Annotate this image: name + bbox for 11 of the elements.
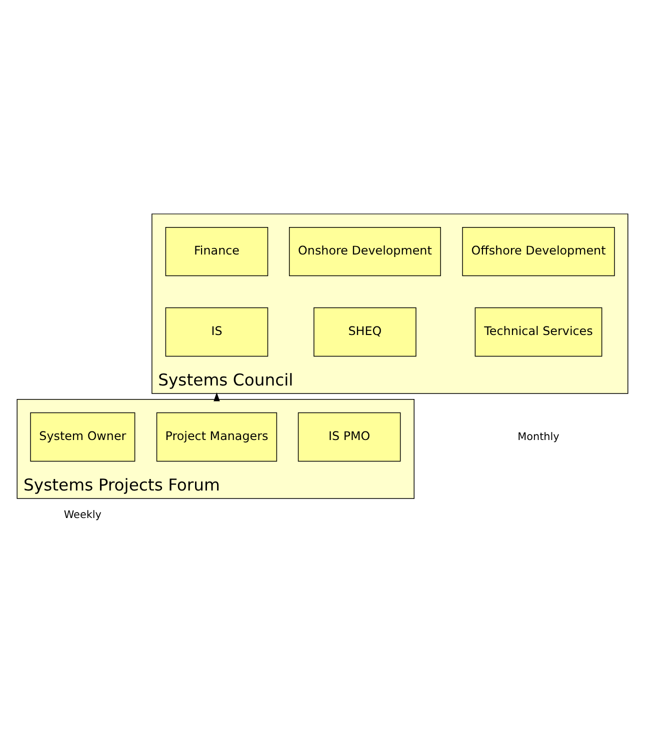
- node-box: System Owner: [30, 412, 136, 462]
- node-box: SHEQ: [314, 307, 416, 357]
- node-label: Weekly: [64, 508, 102, 521]
- node-box: Finance: [165, 226, 268, 276]
- node-box: Project Managers: [156, 412, 278, 462]
- node-box: IS: [165, 307, 268, 357]
- node-label: Monthly: [518, 430, 560, 443]
- node-box: Offshore Development: [462, 226, 615, 276]
- node-box: Technical Services: [474, 307, 602, 357]
- node-box: IS PMO: [298, 412, 401, 462]
- node-box: Onshore Development: [288, 226, 441, 276]
